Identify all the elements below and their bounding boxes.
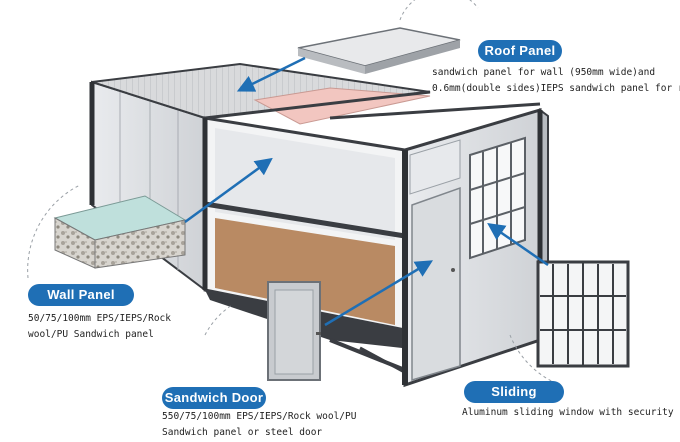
- wall-panel-circle: [27, 184, 81, 279]
- sandwich-door-caption-2: Sandwich panel or steel door: [162, 427, 323, 438]
- roof-panel-circle: [399, 0, 479, 21]
- wall-panel-icon: [53, 195, 187, 269]
- door-icon: [267, 281, 321, 381]
- arrow-icon: [184, 56, 549, 327]
- arrow-roof: [236, 56, 306, 92]
- arrow-window: [487, 223, 549, 267]
- sliding-window-title: Sliding Window: [464, 381, 564, 421]
- floor: [215, 218, 395, 325]
- window-icon: [536, 260, 630, 368]
- end-wall-door: [411, 186, 461, 381]
- wall-panel-caption-1: 50/75/100mm EPS/IEPS/Rock: [28, 313, 171, 324]
- arrow-wall: [184, 157, 273, 224]
- arrow-door: [324, 260, 434, 327]
- roof-panel-caption-2: 0.6mm(double sides)IEPS sandwich panel f…: [432, 83, 680, 94]
- roof-panel-icon: [297, 27, 461, 74]
- door-circle: [204, 304, 233, 336]
- roof-panel-caption-1: sandwich panel for wall (950mm wide)and: [432, 67, 656, 78]
- wall-panel-title: Wall Panel: [28, 284, 134, 306]
- sandwich-door-caption-1: 550/75/100mm EPS/IEPS/Rock wool/PU: [162, 411, 357, 422]
- window-circle: [509, 334, 561, 386]
- wall-panel-caption-2: wool/PU Sandwich panel: [28, 329, 154, 340]
- end-wall-window: [469, 136, 526, 260]
- sandwich-door-title: Sandwich Door: [162, 387, 266, 409]
- roof-panel-title: Roof Panel: [478, 40, 562, 62]
- sliding-window-caption: Aluminum sliding window with security ba…: [462, 407, 680, 418]
